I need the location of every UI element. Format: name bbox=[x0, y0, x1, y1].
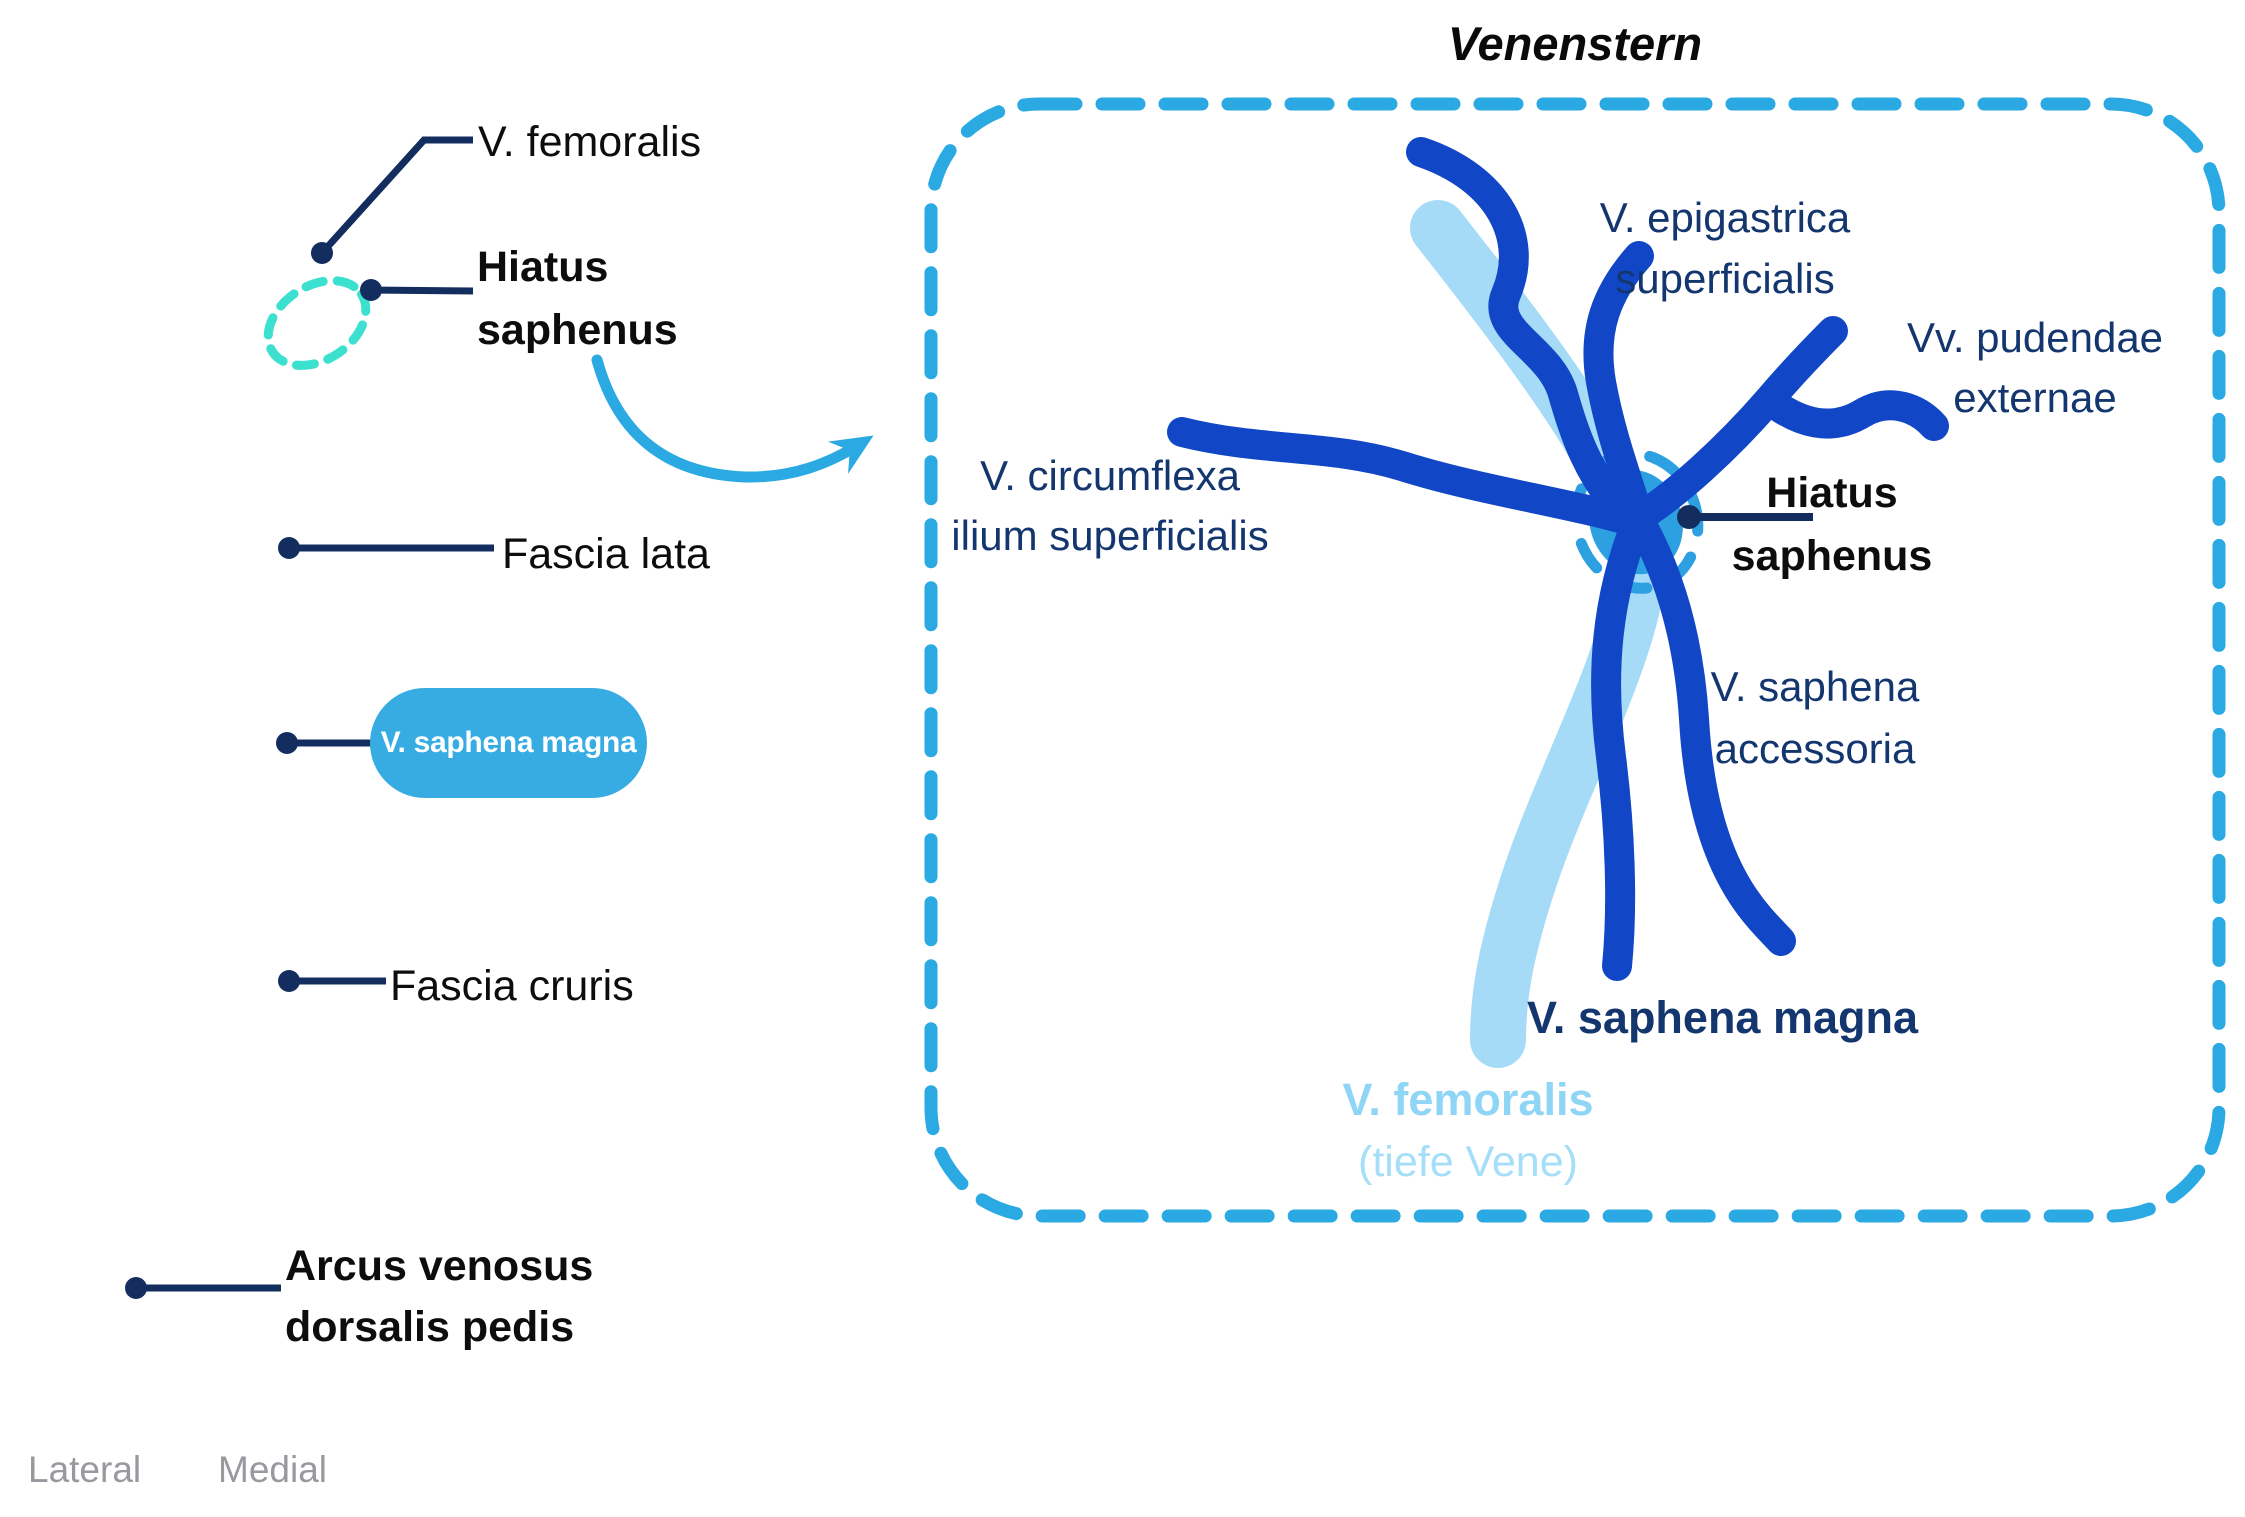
dot-v-femoralis bbox=[311, 242, 333, 264]
label-hiatus-saphenus-box: Hiatus saphenus bbox=[1731, 469, 1933, 581]
vein-pudendae-lower bbox=[1754, 385, 1949, 441]
vein-accessoria bbox=[1628, 512, 1796, 956]
leader-hiatus-left bbox=[370, 286, 474, 295]
label-arcus-venosus: Arcus venosus dorsalis pedis bbox=[285, 1242, 594, 1352]
label-epigastrica: V. epigastrica superficialis bbox=[1599, 194, 1851, 302]
venenstern-box-border bbox=[924, 97, 2226, 1223]
vein-circumflexa bbox=[1167, 417, 1645, 536]
label-lateral: Lateral bbox=[28, 1449, 142, 1490]
vein-epigastrica bbox=[1583, 241, 1654, 529]
label-pudendae: Vv. pudendae externae bbox=[1906, 314, 2164, 422]
v-saphena-magna-badge: V. saphena magna bbox=[370, 688, 647, 798]
hiatus-arrow bbox=[591, 354, 874, 483]
label-accessoria: V. saphena accessoria bbox=[1710, 663, 1920, 772]
hiatus-saphenus-outline bbox=[263, 276, 371, 370]
label-femoralis-deep-sub: (tiefe Vene) bbox=[1358, 1137, 1578, 1186]
label-circumflexa: V. circumflexa ilium superficialis bbox=[951, 452, 1269, 560]
label-fascia-cruris: Fascia cruris bbox=[390, 962, 634, 1010]
label-medial: Medial bbox=[218, 1449, 327, 1490]
vein-saphena-magna bbox=[1591, 509, 1651, 981]
dot-saphena-magna-pill bbox=[276, 732, 298, 754]
label-hiatus-saphenus-left: Hiatus saphenus bbox=[477, 243, 678, 355]
label-femoralis-deep: V. femoralis (tiefe Vene) bbox=[1308, 1068, 1628, 1193]
dot-hiatus-in-box bbox=[1677, 505, 1701, 529]
label-v-femoralis: V. femoralis bbox=[478, 118, 702, 166]
page-title: Venenstern bbox=[1447, 17, 1703, 70]
label-femoralis-deep-name: V. femoralis bbox=[1342, 1074, 1594, 1125]
vein-trunk-top bbox=[1406, 137, 1642, 532]
dot-fascia-lata bbox=[278, 537, 300, 559]
dot-fascia-cruris bbox=[278, 970, 300, 992]
label-fascia-lata: Fascia lata bbox=[502, 530, 710, 578]
label-saphena-magna-box: V. saphena magna bbox=[1527, 992, 1919, 1043]
dot-hiatus-left bbox=[360, 279, 382, 301]
v-saphena-magna-badge-label: V. saphena magna bbox=[380, 726, 637, 759]
dot-arcus-venosus bbox=[125, 1277, 147, 1299]
leader-v-femoralis bbox=[319, 136, 473, 256]
